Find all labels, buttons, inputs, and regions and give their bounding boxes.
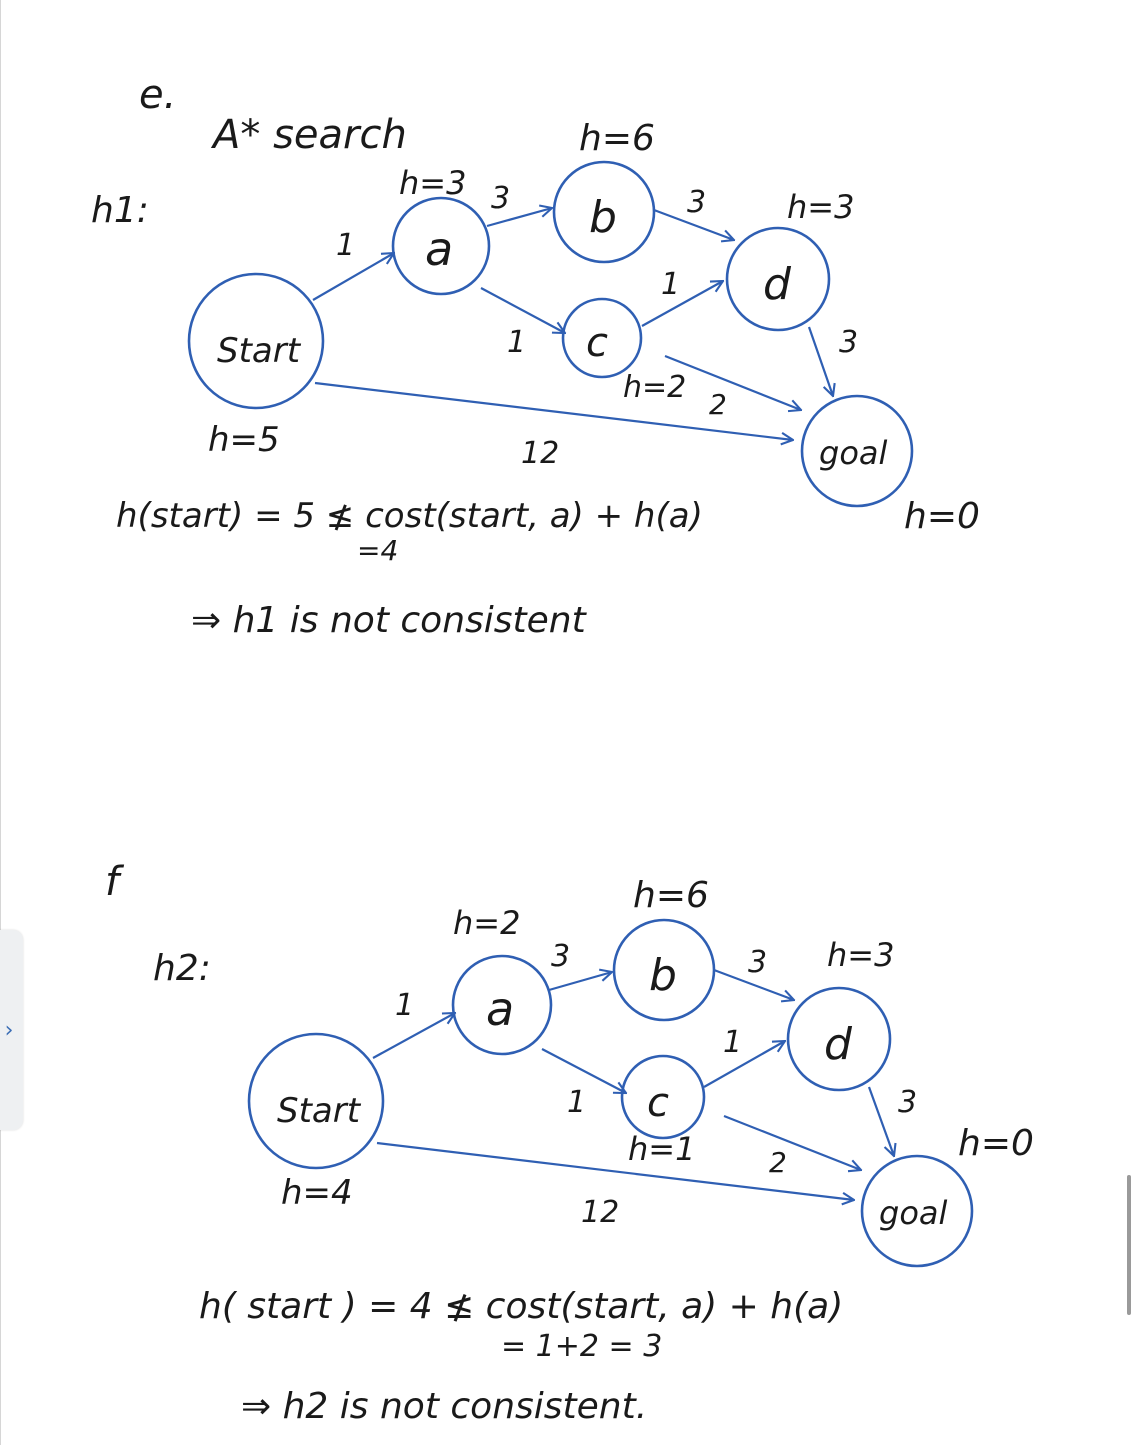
- node-d-label: d: [763, 259, 792, 310]
- chevron-right-icon: ›: [4, 1017, 14, 1043]
- edge-b-d: [653, 208, 734, 240]
- cost-a-b: 3: [551, 939, 570, 974]
- edge-c-d: [641, 281, 723, 327]
- part-f-conclusion: ⇒ h2 is not consistent.: [241, 1386, 647, 1427]
- edge-a-c: [480, 287, 565, 333]
- h-goal: h=0: [904, 496, 980, 537]
- node-goal-label: goal: [879, 1194, 948, 1232]
- h-goal: h=0: [958, 1123, 1034, 1164]
- h-b: h=6: [579, 118, 655, 159]
- node-d: [786, 986, 892, 1092]
- edge-start-goal: [314, 381, 793, 440]
- node-goal: [800, 394, 914, 508]
- cost-d-goal: 3: [898, 1085, 917, 1120]
- node-start: [187, 272, 325, 410]
- part-f-label: f: [105, 859, 125, 905]
- vertical-scrollbar[interactable]: [1127, 1175, 1131, 1315]
- part-e-title: A* search: [210, 112, 407, 158]
- edge-a-b: [548, 972, 612, 992]
- cost-a-b: 3: [491, 181, 510, 216]
- edge-start-goal: [376, 1141, 854, 1200]
- cost-b-d: 3: [748, 945, 767, 980]
- cost-b-d: 3: [687, 185, 706, 220]
- node-b: [612, 918, 716, 1022]
- part-f-heuristic-name: h2:: [153, 948, 211, 989]
- part-e-equation: h(start) = 5 ≰ cost(start, a) + h(a): [116, 496, 703, 536]
- node-a: [391, 196, 491, 296]
- h-a: h=2: [453, 904, 520, 942]
- edge-d-goal: [867, 1086, 894, 1156]
- node-a-label: a: [425, 222, 453, 276]
- cost-c-goal: 2: [709, 388, 727, 421]
- cost-a-c: 1: [567, 1085, 586, 1120]
- part-e-heuristic-name: h1:: [91, 190, 149, 231]
- h-b: h=6: [633, 875, 709, 916]
- node-b: [552, 160, 656, 264]
- cost-start-a: 1: [395, 988, 414, 1023]
- edge-start-a: [312, 253, 394, 301]
- cost-a-c: 1: [507, 325, 526, 360]
- part-f-equation-sub: = 1+2 = 3: [501, 1329, 662, 1364]
- edge-start-a: [372, 1013, 455, 1059]
- node-b-label: b: [589, 192, 617, 243]
- part-e-equation-sub: =4: [357, 534, 398, 567]
- h-d: h=3: [787, 188, 854, 226]
- cost-d-goal: 3: [839, 325, 858, 360]
- h-d: h=3: [827, 936, 894, 974]
- cost-c-goal: 2: [769, 1146, 787, 1179]
- h-c: h=2: [623, 370, 686, 405]
- side-panel-toggle[interactable]: ›: [0, 930, 23, 1130]
- part-e-conclusion: ⇒ h1 is not consistent: [191, 600, 588, 641]
- edge-c-goal: [723, 1114, 861, 1170]
- h-start: h=5: [208, 420, 280, 460]
- node-start: [247, 1032, 385, 1170]
- edge-c-goal: [664, 354, 801, 410]
- node-a-label: a: [486, 982, 514, 1036]
- node-start-label: Start: [217, 331, 302, 371]
- h-start: h=4: [281, 1173, 353, 1213]
- part-f-equation: h( start ) = 4 ≰ cost(start, a) + h(a): [199, 1286, 843, 1327]
- edge-c-d: [703, 1041, 785, 1088]
- cost-c-d: 1: [723, 1025, 742, 1060]
- node-c: [620, 1054, 706, 1140]
- h-c: h=1: [628, 1130, 695, 1168]
- node-c-label: c: [586, 320, 608, 366]
- node-c: [561, 297, 643, 379]
- cost-start-a: 1: [336, 228, 355, 263]
- part-e-label: e.: [139, 72, 176, 118]
- part-f: f h2: Start a b c d goal h=4 h=2 h=6 h=1…: [105, 859, 1034, 1427]
- part-e: e. A* search h1: Start a b c d goal h=5 …: [91, 72, 980, 641]
- node-d-label: d: [824, 1019, 853, 1070]
- node-start-label: Start: [277, 1091, 362, 1131]
- cost-start-goal: 12: [521, 436, 559, 471]
- edge-a-c: [541, 1048, 626, 1093]
- node-d: [725, 226, 831, 332]
- edge-a-b: [486, 208, 552, 228]
- cost-c-d: 1: [661, 267, 680, 302]
- h-a: h=3: [399, 164, 466, 202]
- edge-d-goal: [807, 326, 833, 396]
- node-goal: [860, 1154, 974, 1268]
- node-b-label: b: [649, 950, 677, 1001]
- node-goal-label: goal: [819, 434, 888, 472]
- edge-b-d: [713, 968, 794, 1000]
- node-c-label: c: [647, 1080, 669, 1126]
- cost-start-goal: 12: [581, 1195, 619, 1230]
- node-a: [451, 954, 553, 1056]
